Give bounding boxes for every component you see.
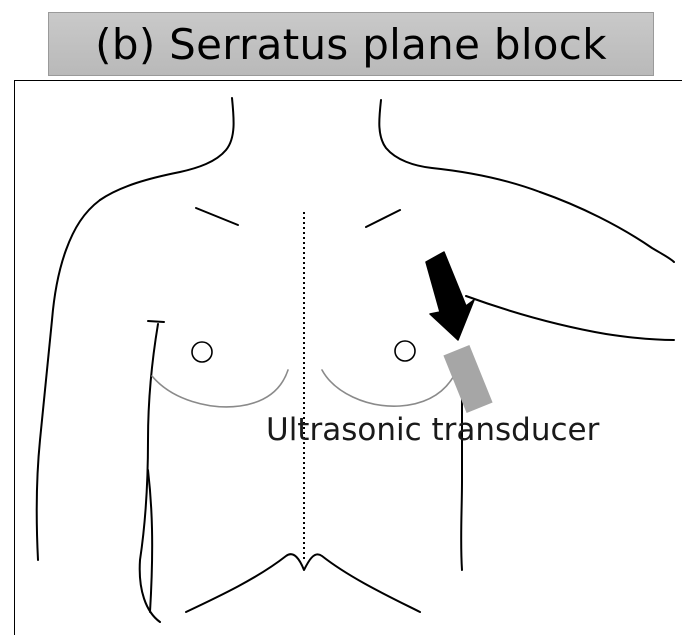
left-shoulder-outline [37, 200, 100, 560]
ultrasonic-transducer [443, 345, 492, 413]
left-clavicle [196, 208, 238, 225]
lower-abdomen-outline [186, 554, 420, 612]
left-torso-outline [140, 324, 160, 622]
left-axilla-mark [148, 321, 164, 322]
right-breast-line [322, 370, 456, 406]
neck-left-outline [100, 98, 234, 200]
left-arm-inner-outline [148, 470, 152, 612]
transducer-label: Ultrasonic transducer [266, 412, 599, 448]
left-breast-line [152, 370, 288, 407]
neck-right-outline [379, 100, 540, 192]
right-nipple [395, 341, 415, 361]
right-clavicle [366, 210, 400, 227]
right-arm-lower-outline [466, 296, 674, 340]
left-nipple [192, 342, 212, 362]
right-shoulder-outline [540, 192, 674, 262]
